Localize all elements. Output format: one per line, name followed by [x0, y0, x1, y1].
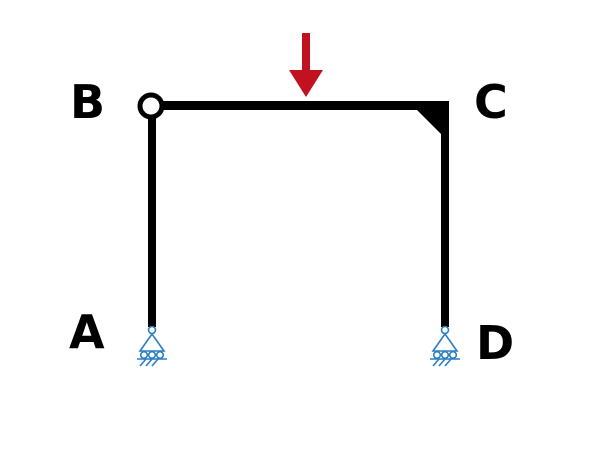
node-label-a: A [69, 305, 105, 359]
hinge-b-icon [137, 92, 165, 120]
column-ab [148, 117, 156, 327]
node-label-d: D [476, 316, 515, 370]
roller-support-d-icon [430, 325, 460, 367]
rigid-joint-c-icon [416, 109, 441, 134]
node-label-b: B [70, 75, 106, 129]
node-label-c: C [474, 75, 508, 129]
roller-support-a-icon [137, 325, 167, 367]
beam-bc [161, 101, 449, 110]
column-cd [441, 102, 449, 327]
point-load-arrow-icon [289, 33, 323, 97]
